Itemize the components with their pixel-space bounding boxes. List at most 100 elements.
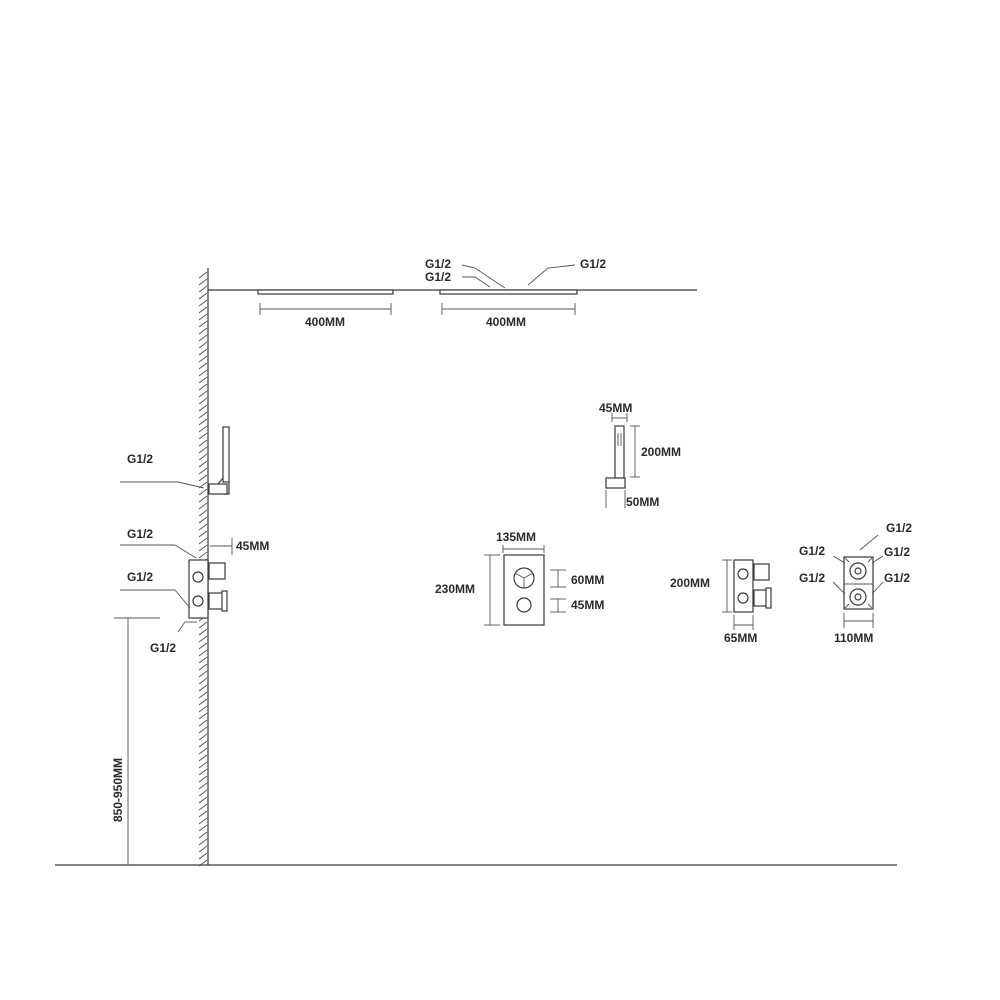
wall-hatch-stroke <box>198 796 208 804</box>
wall-hatch-stroke <box>198 831 208 839</box>
faceplate-width-label: 135MM <box>496 530 536 544</box>
wall-hatch-stroke <box>198 383 208 391</box>
wall-hatch-stroke <box>198 474 208 482</box>
wall-hatch-stroke <box>198 467 208 475</box>
wall-hatch-stroke <box>198 621 208 629</box>
wall-hatch-stroke <box>198 299 208 307</box>
wall-hatch-stroke <box>198 362 208 370</box>
wall-hatch-stroke <box>198 670 208 678</box>
wall-hatch-stroke <box>198 432 208 440</box>
faceplate-front-view: 135MM 230MM 60MM 45MM <box>435 530 604 626</box>
wall-hatch-stroke <box>198 768 208 776</box>
wall-hatch-stroke <box>198 852 208 860</box>
valve-front-width-label: 110MM <box>834 631 873 645</box>
wall-hatch-stroke <box>198 628 208 636</box>
wall-hatch-stroke <box>198 642 208 650</box>
wall <box>198 268 209 867</box>
wall-hatch-stroke <box>198 523 208 531</box>
valve-body-front-view: G1/2 G1/2 G1/2 G1/2 G1/2 110MM <box>799 521 912 645</box>
wall-hatch-stroke <box>198 810 208 818</box>
wall-hatch-stroke <box>198 530 208 538</box>
wall-hatch-stroke <box>198 502 208 510</box>
ceiling-shower-head-right: 400MM <box>439 289 578 329</box>
thermostat-handle <box>516 597 532 613</box>
wall-hatch-stroke <box>198 817 208 825</box>
wall-hatch-stroke <box>198 488 208 496</box>
wall-hatch-stroke <box>198 327 208 335</box>
wall-hatch-stroke <box>198 460 208 468</box>
wall-hatch-stroke <box>198 509 208 517</box>
ceiling-inlet-callouts: G1/2 G1/2 G1/2 <box>425 257 606 289</box>
wall-hatch-stroke <box>198 348 208 356</box>
wall-hatch-stroke <box>198 516 208 524</box>
thermostat-size-label: 45MM <box>571 598 604 612</box>
wall-mixer-valve: 45MM G1/2 G1/2 G1/2 <box>120 527 269 655</box>
wall-hatch-stroke <box>198 663 208 671</box>
wall-hatch-stroke <box>198 649 208 657</box>
wall-hatch-stroke <box>198 726 208 734</box>
wall-hatch-stroke <box>198 789 208 797</box>
ceiling-inlet-label-3: G1/2 <box>580 257 606 271</box>
wall-hatch-stroke <box>198 775 208 783</box>
mixer-inlet-label-bottom: G1/2 <box>150 641 176 655</box>
wall-hatch-stroke <box>198 278 208 286</box>
wall-hatch-stroke <box>198 740 208 748</box>
wall-hatch-stroke <box>198 782 208 790</box>
valve-front-inlet-label-lower-left: G1/2 <box>799 571 825 585</box>
wall-hatch-stroke <box>198 453 208 461</box>
wall-hatch-stroke <box>198 719 208 727</box>
wall-hatch-stroke <box>198 747 208 755</box>
diverter-size-label: 60MM <box>571 573 604 587</box>
wall-hatching <box>198 271 208 867</box>
wall-hatch-stroke <box>198 390 208 398</box>
wall-hatch-stroke <box>198 397 208 405</box>
valve-front-inlet-label-upper-left: G1/2 <box>799 544 825 558</box>
wall-hatch-stroke <box>198 635 208 643</box>
wall-hatch-stroke <box>198 684 208 692</box>
hand-shower-width-label: 45MM <box>599 401 632 415</box>
wall-hatch-stroke <box>198 341 208 349</box>
faceplate-height-label: 230MM <box>435 582 475 596</box>
wall-hatch-stroke <box>198 537 208 545</box>
ceiling-shower-head-left: 400MM <box>257 289 394 329</box>
valve-front-inlet-label-upper-right: G1/2 <box>884 545 910 559</box>
wall-hatch-stroke <box>198 698 208 706</box>
wall-hatch-stroke <box>198 495 208 503</box>
wall-hatch-stroke <box>198 271 208 279</box>
hand-shower-inlet-label: G1/2 <box>127 452 153 466</box>
wall-hatch-stroke <box>198 656 208 664</box>
wall-hatch-stroke <box>198 712 208 720</box>
wall-hatch-stroke <box>198 551 208 559</box>
wall-hatch-stroke <box>198 334 208 342</box>
wall-hatch-stroke <box>198 369 208 377</box>
wall-hatch-stroke <box>198 313 208 321</box>
wall-hatch-stroke <box>198 845 208 853</box>
wall-hatch-stroke <box>198 285 208 293</box>
valve-front-inlet-label-lower-right: G1/2 <box>884 571 910 585</box>
mixer-depth-label: 45MM <box>236 539 269 553</box>
wall-hatch-stroke <box>198 761 208 769</box>
wall-hatch-stroke <box>198 355 208 363</box>
wall-hatch-stroke <box>198 691 208 699</box>
ceiling-inlet-label-1: G1/2 <box>425 257 451 271</box>
mixer-inlet-label-top: G1/2 <box>127 527 153 541</box>
wall-hatch-stroke <box>198 824 208 832</box>
wall-hatch-stroke <box>198 754 208 762</box>
wall-hatch-stroke <box>198 439 208 447</box>
wall-hatch-stroke <box>198 418 208 426</box>
wall-hatch-stroke <box>198 404 208 412</box>
wall-hatch-stroke <box>198 411 208 419</box>
mixer-inlet-label-mid: G1/2 <box>127 570 153 584</box>
valve-body-height-label: 200MM <box>670 576 710 590</box>
wall-hand-shower: G1/2 <box>120 426 230 495</box>
wall-hatch-stroke <box>198 803 208 811</box>
wall-hatch-stroke <box>198 705 208 713</box>
shower-head-right-width-label: 400MM <box>486 315 526 329</box>
installation-height-label: 850-950MM <box>111 758 125 822</box>
valve-body-side-view: 200MM 65MM <box>670 559 772 645</box>
wall-hatch-stroke <box>198 446 208 454</box>
installation-height-dimension: 850-950MM <box>111 617 160 865</box>
hand-shower-height-label: 200MM <box>641 445 681 459</box>
wall-hatch-stroke <box>198 425 208 433</box>
